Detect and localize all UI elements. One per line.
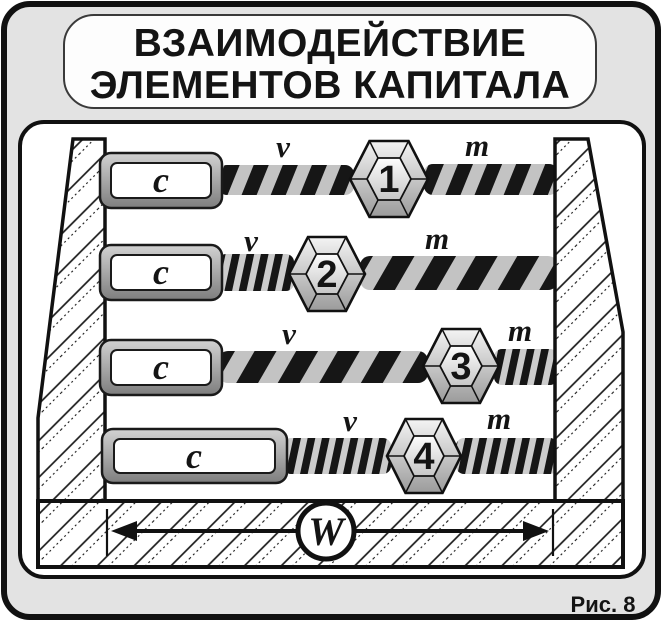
total-label: W [308, 509, 346, 554]
c-box-1: c [98, 151, 224, 210]
rope-m-2 [360, 256, 558, 290]
total-circle [295, 500, 357, 562]
nut-number-2: 2 [316, 254, 337, 296]
rope-m-3 [494, 349, 558, 385]
nut-number-1: 1 [378, 159, 399, 201]
rope-labels: v m v m v m v m [244, 128, 532, 438]
right-wall [553, 137, 625, 503]
v-label-3: v [282, 316, 297, 351]
c-label-3: c [153, 347, 169, 387]
v-label-4: v [343, 403, 358, 438]
title-plate: ВЗАИМОДЕЙСТВИЕ ЭЛЕМЕНТОВ КАПИТАЛА [63, 14, 597, 109]
m-label-3: m [508, 313, 532, 348]
m-label-1: m [465, 128, 489, 163]
title-line-1: ВЗАИМОДЕЙСТВИЕ [134, 20, 527, 65]
m-label-4: m [487, 401, 511, 436]
nut-1: 1 [348, 139, 430, 219]
rope-v-3 [218, 351, 428, 383]
v-label-2: v [244, 223, 259, 258]
c-label-4: c [186, 436, 202, 476]
c-box-3: c [98, 338, 224, 397]
figure-caption: Рис. 8 [571, 592, 636, 617]
nut-3: 3 [421, 327, 501, 405]
nut-number-3: 3 [450, 346, 471, 388]
rope-v-2 [218, 254, 294, 291]
m-label-2: m [425, 221, 449, 256]
arrow-head-left-icon [111, 521, 137, 541]
rope-m-1 [424, 164, 558, 195]
nut-4: 4 [385, 417, 463, 495]
nut-2: 2 [287, 235, 367, 313]
nut-number-4: 4 [413, 436, 434, 478]
rope-m-4 [456, 438, 558, 474]
c-label-1: c [153, 160, 169, 200]
c-box-4: c [100, 427, 289, 485]
c-label-2: c [153, 252, 169, 292]
v-label-1: v [276, 129, 291, 164]
ropes [218, 164, 558, 474]
rope-v-4 [283, 438, 391, 474]
rope-v-1 [218, 165, 354, 195]
title-plate-box [63, 14, 597, 109]
left-wall [36, 137, 107, 503]
dimension-total: W [105, 500, 555, 562]
c-box-2: c [98, 243, 224, 302]
arrow-head-right-icon [523, 521, 549, 541]
title-line-2: ЭЛЕМЕНТОВ КАПИТАЛА [90, 64, 571, 107]
